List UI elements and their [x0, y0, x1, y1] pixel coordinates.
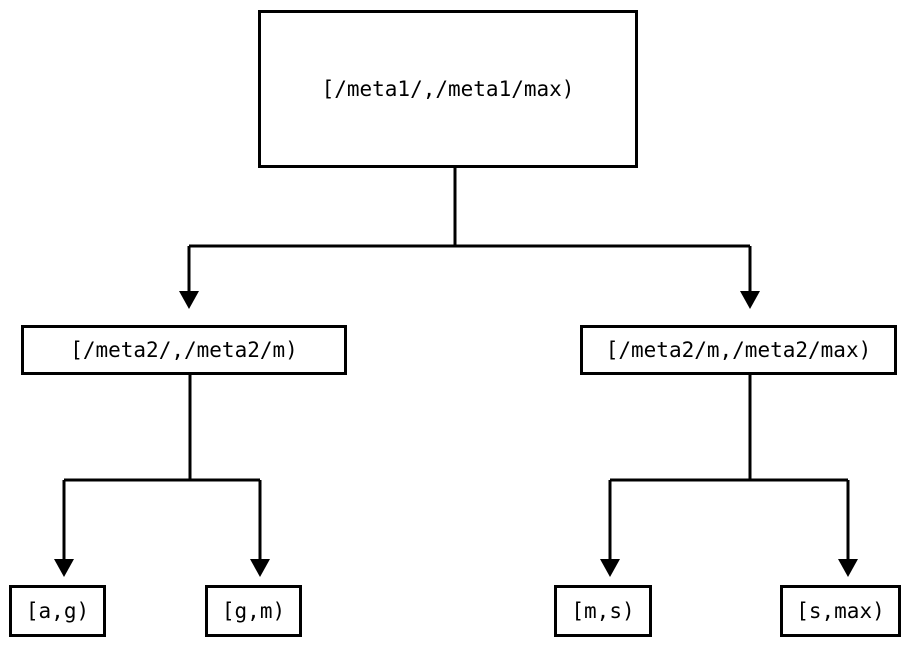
edge-root-to-midlevel — [179, 168, 760, 309]
node-root: [/meta1/,/meta1/max) — [258, 10, 638, 168]
node-leaf-g-m: [g,m) — [205, 585, 302, 637]
node-mid-left-label: [/meta2/,/meta2/m) — [70, 337, 298, 362]
arrowhead-midright-to-leaf-m-s — [600, 559, 620, 577]
node-mid-right-label: [/meta2/m,/meta2/max) — [605, 337, 872, 362]
node-leaf-m-s-label: [m,s) — [571, 598, 635, 623]
node-leaf-m-s: [m,s) — [554, 585, 652, 637]
node-mid-right: [/meta2/m,/meta2/max) — [580, 325, 897, 375]
arrowhead-root-to-mid-right — [740, 291, 760, 309]
node-leaf-g-m-label: [g,m) — [221, 598, 286, 623]
edge-midleft-to-leaves — [54, 375, 270, 577]
node-leaf-s-max-label: [s,max) — [796, 598, 885, 623]
node-leaf-a-g: [a,g) — [9, 585, 106, 637]
arrowhead-midleft-to-leaf-a-g — [54, 559, 74, 577]
node-leaf-a-g-label: [a,g) — [25, 598, 90, 623]
node-leaf-s-max: [s,max) — [780, 585, 901, 637]
arrowhead-midright-to-leaf-s-max — [838, 559, 858, 577]
arrowhead-midleft-to-leaf-g-m — [250, 559, 270, 577]
arrowhead-root-to-mid-left — [179, 291, 199, 309]
node-root-label: [/meta1/,/meta1/max) — [321, 76, 575, 101]
node-mid-left: [/meta2/,/meta2/m) — [21, 325, 347, 375]
edge-midright-to-leaves — [600, 375, 858, 577]
